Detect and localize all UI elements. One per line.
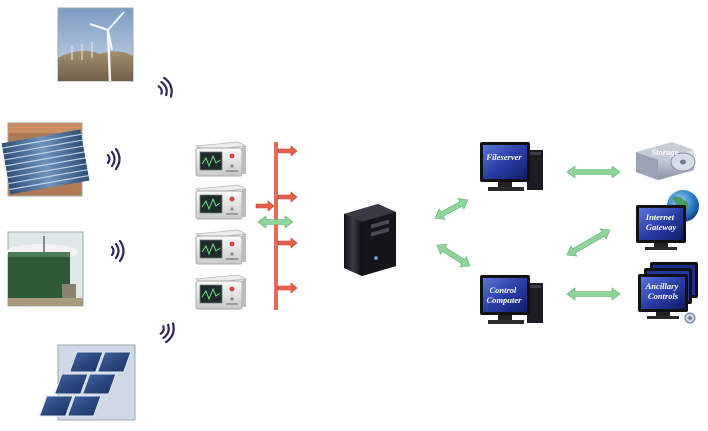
data-flow-arrow — [277, 282, 298, 294]
bidirectional-link-arrow — [566, 228, 611, 257]
bidirectional-link-arrow — [436, 243, 471, 268]
control-computer-label: Control Computer — [487, 285, 523, 305]
data-flow-arrow — [277, 237, 298, 249]
central-server-icon — [344, 204, 396, 276]
ancillary-controls-label: Ancillary Controls — [645, 281, 681, 301]
bidirectional-link-arrow — [257, 215, 294, 229]
wireless-signal-icon — [106, 147, 121, 171]
data-logger-unit — [194, 184, 248, 220]
control-computer-label-line2: Computer — [487, 295, 523, 305]
internet-gateway-label-line1: Internet — [645, 212, 675, 222]
control-computer-label-line1: Control — [489, 285, 517, 295]
solar-thermal-photo — [1, 122, 90, 197]
bidirectional-link-arrow — [566, 165, 621, 179]
wireless-signal-icon — [110, 239, 125, 263]
fileserver-label: Fileserver — [485, 152, 522, 162]
control-computer: Control Computer — [480, 275, 543, 324]
data-logger-unit — [194, 229, 248, 265]
internet-gateway-label: Internet Gateway — [645, 212, 677, 232]
biogas-plant-photo — [6, 231, 84, 307]
storage-device: Storage — [636, 142, 696, 180]
wind-turbine-photo — [57, 7, 134, 82]
bidirectional-link-arrow — [434, 198, 469, 220]
data-logger-unit — [194, 274, 248, 310]
wireless-signal-icon — [159, 322, 175, 344]
ancillary-controls-label-line2: Controls — [648, 291, 679, 301]
data-flow-arrow — [277, 191, 298, 203]
ancillary-controls-label-line1: Ancillary — [645, 281, 679, 291]
internet-gateway-label-line2: Gateway — [646, 222, 676, 232]
ancillary-controls: Ancillary Controls — [638, 262, 698, 324]
internet-gateway: Internet Gateway — [636, 190, 699, 250]
gear-icon — [684, 312, 696, 324]
data-bus-line — [274, 142, 278, 310]
storage-label: Storage — [652, 147, 679, 157]
wireless-signal-icon — [157, 76, 173, 98]
solar-panel-photo — [38, 344, 136, 421]
fileserver-computer: Fileserver — [480, 142, 543, 191]
bidirectional-link-arrow — [566, 287, 621, 301]
data-flow-arrow — [277, 145, 298, 157]
data-flow-arrow — [255, 200, 275, 212]
data-logger-unit — [194, 141, 248, 177]
